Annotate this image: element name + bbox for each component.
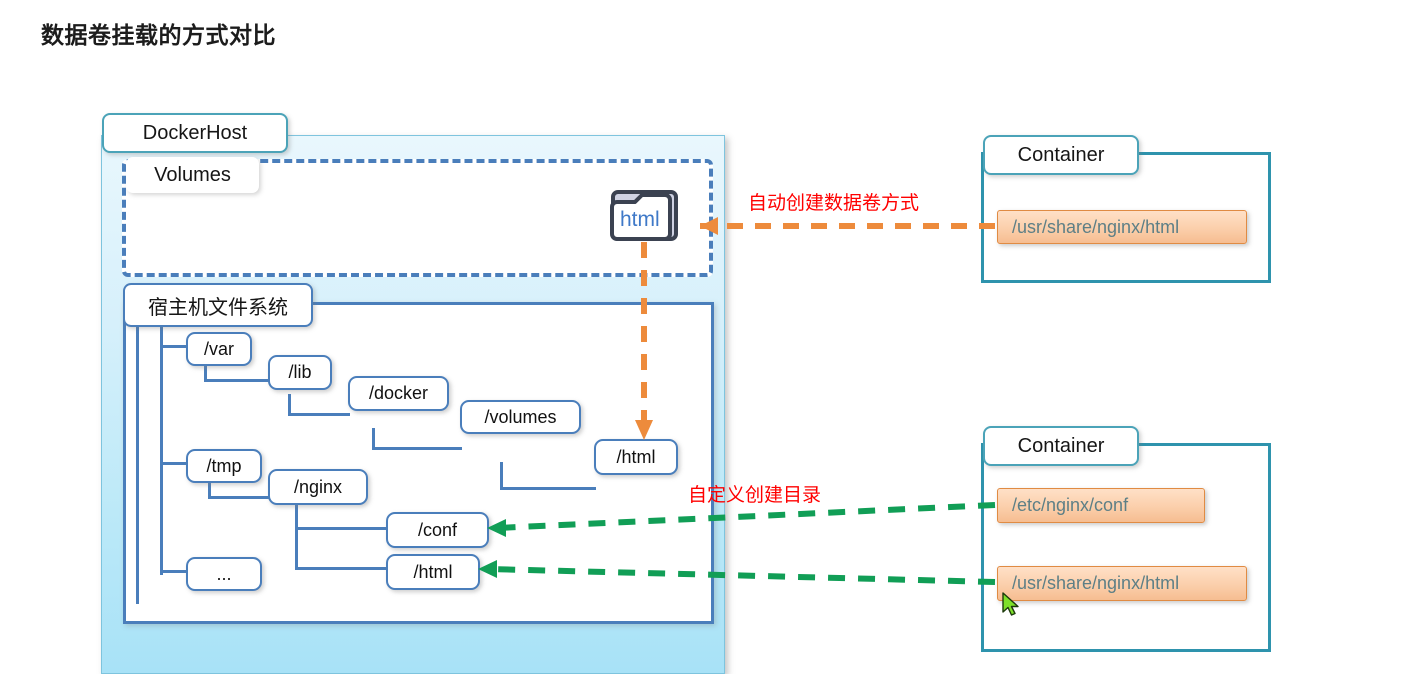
tree-line <box>160 570 188 573</box>
tree-line <box>288 394 291 416</box>
volumes-label: Volumes <box>126 157 259 193</box>
arrow-auto-volume-horizontal <box>700 217 995 235</box>
tree-node-volumes[interactable]: /volumes <box>460 400 581 434</box>
tree-node-nginx-html[interactable]: /html <box>386 554 480 590</box>
tree-line <box>295 527 387 530</box>
host-filesystem-label: 宿主机文件系统 <box>123 283 313 327</box>
tree-line <box>295 567 387 570</box>
container-1-path-0[interactable]: /usr/share/nginx/html <box>997 210 1247 244</box>
annotation-auto-volume: 自动创建数据卷方式 <box>748 193 920 214</box>
container-2-label: Container <box>983 426 1139 466</box>
tree-line <box>500 487 596 490</box>
page-title: 数据卷挂载的方式对比 <box>41 22 276 48</box>
tree-line <box>372 447 462 450</box>
tree-line <box>288 413 350 416</box>
tree-node-ellipsis[interactable]: ... <box>186 557 262 591</box>
tree-line <box>372 428 375 450</box>
tree-line <box>208 496 270 499</box>
tree-line <box>500 462 503 490</box>
annotation-custom-dir: 自定义创建目录 <box>688 485 822 506</box>
tree-line <box>204 379 270 382</box>
tree-line <box>160 322 163 575</box>
tree-line <box>204 360 207 382</box>
tree-node-conf[interactable]: /conf <box>386 512 489 548</box>
container-2 <box>981 443 1271 652</box>
container-2-path-1[interactable]: /usr/share/nginx/html <box>997 566 1247 601</box>
tree-node-nginx[interactable]: /nginx <box>268 469 368 505</box>
html-folder-icon: html <box>609 188 683 244</box>
tree-line <box>295 499 298 569</box>
tree-node-tmp[interactable]: /tmp <box>186 449 262 483</box>
tree-node-lib[interactable]: /lib <box>268 355 332 390</box>
tree-line <box>160 462 188 465</box>
tree-line <box>160 345 188 348</box>
tree-node-var[interactable]: /var <box>186 332 252 366</box>
dockerhost-label: DockerHost <box>102 113 288 153</box>
folder-label: html <box>620 208 660 231</box>
tree-line <box>136 322 139 604</box>
tree-line <box>208 477 211 499</box>
tree-node-docker[interactable]: /docker <box>348 376 449 411</box>
container-1-label: Container <box>983 135 1139 175</box>
container-2-path-0[interactable]: /etc/nginx/conf <box>997 488 1205 523</box>
mouse-pointer-icon <box>1001 592 1023 618</box>
tree-node-volumes-html[interactable]: /html <box>594 439 678 475</box>
